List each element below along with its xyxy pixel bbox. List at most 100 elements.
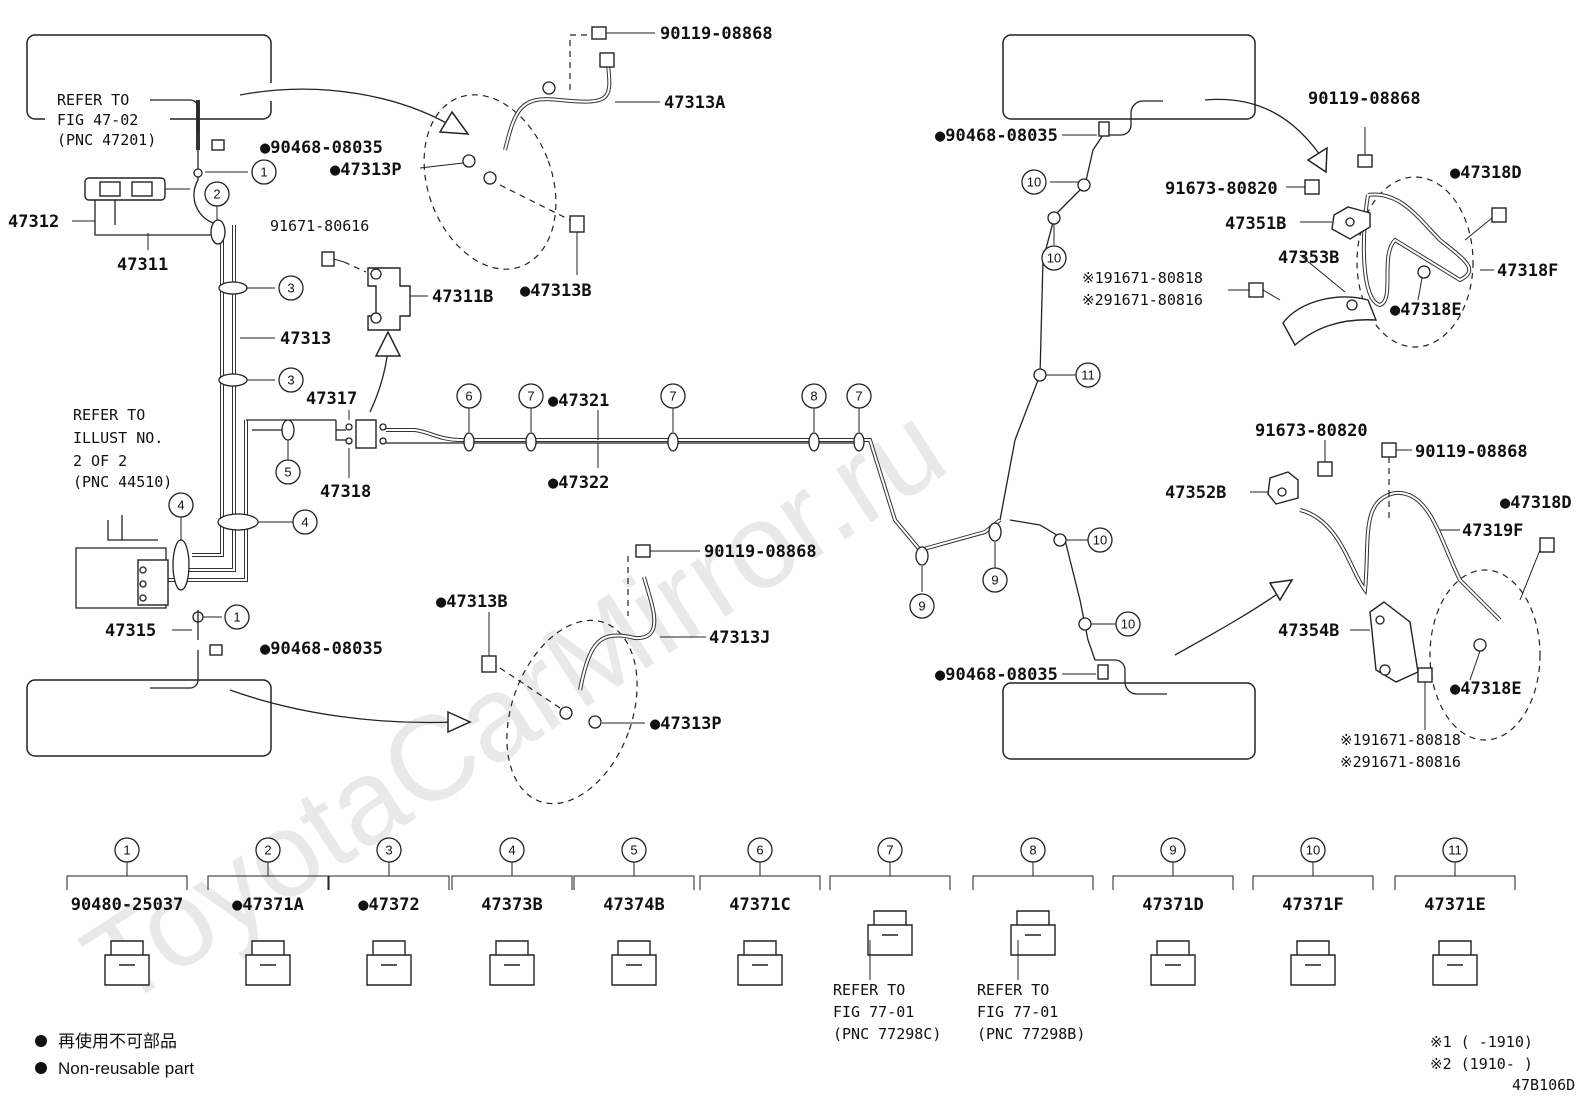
refer-note-illust-2-of-2: REFER TO ILLUST NO. 2 OF 2 (PNC 44510) xyxy=(73,406,172,491)
date-note-2: ※2 (1910- ) xyxy=(1430,1055,1533,1073)
label-90468-c: ●90468-08035 xyxy=(935,126,1058,146)
bolt-90119-c xyxy=(1357,127,1373,168)
clip-callout-3: 3 xyxy=(278,367,304,393)
clip-number: 4 xyxy=(508,843,515,858)
svg-text:10: 10 xyxy=(1047,251,1061,266)
abs-actuator xyxy=(75,515,169,609)
clip-number: 7 xyxy=(886,843,893,858)
junction-block-47317 xyxy=(345,419,387,449)
svg-text:10: 10 xyxy=(1027,175,1041,190)
svg-text:1: 1 xyxy=(260,165,267,180)
clip-90468-bottom-left xyxy=(209,644,223,656)
clip-part-number: 47374B xyxy=(603,895,664,915)
bolt-90119-d xyxy=(1381,442,1412,520)
wheel-area-box-top-right xyxy=(1002,34,1256,120)
label-47311: 47311 xyxy=(117,255,168,275)
clip-part-number: 47371C xyxy=(729,895,790,915)
clip-illustration xyxy=(104,940,150,986)
label-47321: ●47321 xyxy=(548,391,609,411)
svg-text:3: 3 xyxy=(287,373,294,388)
label-47353b: 47353B xyxy=(1278,248,1339,268)
label-47354b: 47354B xyxy=(1278,621,1339,641)
clip-callout-6: 6 xyxy=(456,383,482,409)
svg-text:(PNC 77298C): (PNC 77298C) xyxy=(833,1025,941,1043)
clip-90468-top-right xyxy=(1098,121,1110,137)
label-91673-a: 91673-80820 xyxy=(1165,179,1278,199)
label-47313p-b: ●47313P xyxy=(650,714,722,734)
clip-illustration xyxy=(611,940,657,986)
clip-callout-3: 3 xyxy=(278,275,304,301)
label-47352b: 47352B xyxy=(1165,483,1226,503)
label-47318d-a: ●47318D xyxy=(1450,163,1522,183)
detail-circle-rear-left xyxy=(506,619,638,805)
legend-bullet-icon xyxy=(35,1062,47,1074)
clip-markers-right-riser xyxy=(1033,178,1092,631)
bolt-91671-80818-a xyxy=(1248,282,1281,301)
svg-text:4: 4 xyxy=(301,515,308,530)
clip-callout-7: 7 xyxy=(660,383,686,409)
label-91671-80816-a: ※291671-80816 xyxy=(1082,291,1203,309)
clip-callout-7: 7 xyxy=(518,383,544,409)
clip-callout-5: 5 xyxy=(275,459,301,485)
svg-text:3: 3 xyxy=(287,281,294,296)
brake-tube-right-riser xyxy=(999,134,1104,521)
clip-callout-9: 9 xyxy=(909,593,935,619)
wheel-area-box-bottom-right xyxy=(1002,682,1256,760)
bracket-47351b xyxy=(1331,206,1371,240)
detail-circle-rear-right xyxy=(1429,569,1541,741)
clip-part-number: ●47372 xyxy=(358,895,419,915)
clip-number: 2 xyxy=(264,843,271,858)
figure-code: 47B106D xyxy=(1512,1076,1575,1094)
clip-callout-10: 10 xyxy=(1021,169,1047,195)
svg-text:(PNC 77298B): (PNC 77298B) xyxy=(977,1025,1085,1043)
clip-illustration xyxy=(1010,910,1056,956)
svg-text:FIG 77-01: FIG 77-01 xyxy=(977,1003,1058,1021)
clip-column-2: 2 ●47371A xyxy=(207,837,329,986)
svg-text:7: 7 xyxy=(527,389,534,404)
bolt-90119-a xyxy=(591,26,655,40)
clip-parts-table: 190480-250372●47371A3●47372447373B547374… xyxy=(66,837,1516,986)
arrow-head xyxy=(447,710,472,734)
svg-text:2 OF 2: 2 OF 2 xyxy=(73,452,127,470)
svg-text:10: 10 xyxy=(1093,533,1107,548)
clip-number: 9 xyxy=(1169,843,1176,858)
svg-text:5: 5 xyxy=(284,465,291,480)
clip-number: 1 xyxy=(123,843,130,858)
legend: 再使用不可部品 Non-reusable part xyxy=(35,1031,194,1078)
clip-illustration xyxy=(489,940,535,986)
clip-callout-4: 4 xyxy=(168,492,194,518)
bracket-47311b xyxy=(367,267,411,331)
label-91671-80616: 91671-80616 xyxy=(270,217,369,235)
bolt-47313b-a xyxy=(569,215,585,233)
label-91673-b: 91673-80820 xyxy=(1255,421,1368,441)
clip-illustration xyxy=(1150,940,1196,986)
label-47313p-a: ●47313P xyxy=(330,160,402,180)
clip-number: 8 xyxy=(1029,843,1036,858)
bolt-47318d-a xyxy=(1464,207,1507,241)
svg-text:(PNC 44510): (PNC 44510) xyxy=(73,473,172,491)
label-47322: ●47322 xyxy=(548,473,609,493)
label-90119-a: 90119-08868 xyxy=(660,24,773,44)
wheel-area-box-bottom-left xyxy=(26,679,272,757)
label-90468-d: ●90468-08035 xyxy=(935,665,1058,685)
label-90119-c: 90119-08868 xyxy=(1308,89,1421,109)
legend-ja: 再使用不可部品 xyxy=(58,1031,177,1051)
label-47313b-a: ●47313B xyxy=(520,281,592,301)
arrow-to-rear-left-detail xyxy=(229,689,456,724)
clip-illustration xyxy=(245,940,291,986)
clip-column-3: 3●47372 xyxy=(328,837,450,986)
svg-text:REFER TO: REFER TO xyxy=(977,981,1049,999)
clip-callout-7: 7 xyxy=(846,383,872,409)
clip-part-number: 47371E xyxy=(1424,895,1485,915)
label-47318f: 47318F xyxy=(1497,261,1558,281)
clip-part-number: ●47371A xyxy=(232,895,304,915)
label-90468-a: ●90468-08035 xyxy=(260,138,383,158)
watermark: ToyotaCarMirror.ru xyxy=(61,378,967,1032)
refer-note-77298b: REFER TO FIG 77-01 (PNC 77298B) xyxy=(977,981,1085,1043)
arrow-up-to-47311b xyxy=(374,330,402,357)
